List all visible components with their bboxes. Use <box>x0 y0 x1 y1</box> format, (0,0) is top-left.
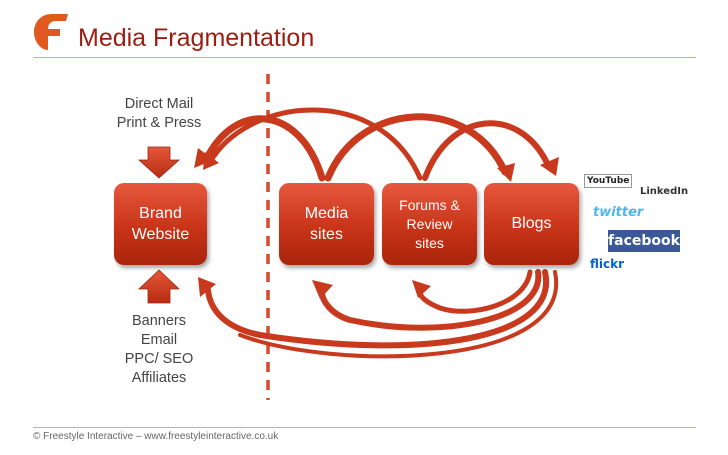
arc-blogs-forums <box>417 269 533 314</box>
label-print-press: Print & Press <box>116 115 202 131</box>
head-blogs-forums <box>412 280 431 298</box>
arrow-down-offline <box>137 146 181 179</box>
label-direct-mail: Direct Mail <box>124 96 194 112</box>
twitter-logo: twitter <box>593 205 644 220</box>
header-rule <box>33 57 696 58</box>
arc-blogs-brand <box>205 269 550 349</box>
brand-line-2: Website <box>131 226 190 243</box>
blogs-box: Blogs <box>484 183 579 265</box>
offline-bottom-labels: Banners Email PPC/ SEO Affiliates <box>95 312 223 388</box>
label-banners: Banners <box>131 313 186 329</box>
arc-forums-blogs <box>422 120 551 181</box>
facebook-logo: facebook <box>608 230 680 252</box>
arc-media-brand <box>202 115 326 182</box>
flickr-logo: flickr <box>590 257 625 271</box>
head-media-brand <box>194 148 214 168</box>
forums-review-box: Forums & Review sites <box>382 183 477 265</box>
media-line-2: sites <box>310 226 343 243</box>
label-ppc-seo: PPC/ SEO <box>124 351 194 367</box>
footer-rule <box>33 427 696 428</box>
forums-line-1: Forums & <box>399 196 460 213</box>
head-forums-brand <box>203 152 219 170</box>
youtube-logo: YouTube <box>584 174 633 188</box>
arc-media-blogs <box>324 113 509 182</box>
head-media-blogs <box>497 163 515 182</box>
media-sites-box: Media sites <box>279 183 374 265</box>
arrow-up-offline <box>137 269 181 304</box>
arc-blogs-brand-outer <box>238 270 559 359</box>
head-blogs-brand <box>198 277 216 297</box>
label-email: Email <box>140 332 178 348</box>
head-blogs-media <box>312 280 333 299</box>
brand-line-1: Brand <box>139 205 182 222</box>
brand-website-box: Brand Website <box>114 183 207 265</box>
media-line-1: Media <box>304 205 349 222</box>
freestyle-logo-icon <box>34 14 68 50</box>
label-affiliates: Affiliates <box>131 370 187 386</box>
forums-line-2: Review <box>406 215 453 232</box>
arc-blogs-media <box>319 269 542 331</box>
offline-top-labels: Direct Mail Print & Press <box>95 95 223 133</box>
forums-line-3: sites <box>415 234 444 251</box>
footer-copyright: © Freestyle Interactive – www.freestylei… <box>33 431 279 442</box>
linkedin-logo: LinkedIn <box>640 186 689 197</box>
head-forums-blogs <box>540 157 559 176</box>
arc-forums-brand <box>207 107 423 181</box>
blogs-line-1: Blogs <box>511 215 552 232</box>
page-title: Media Fragmentation <box>78 24 315 52</box>
